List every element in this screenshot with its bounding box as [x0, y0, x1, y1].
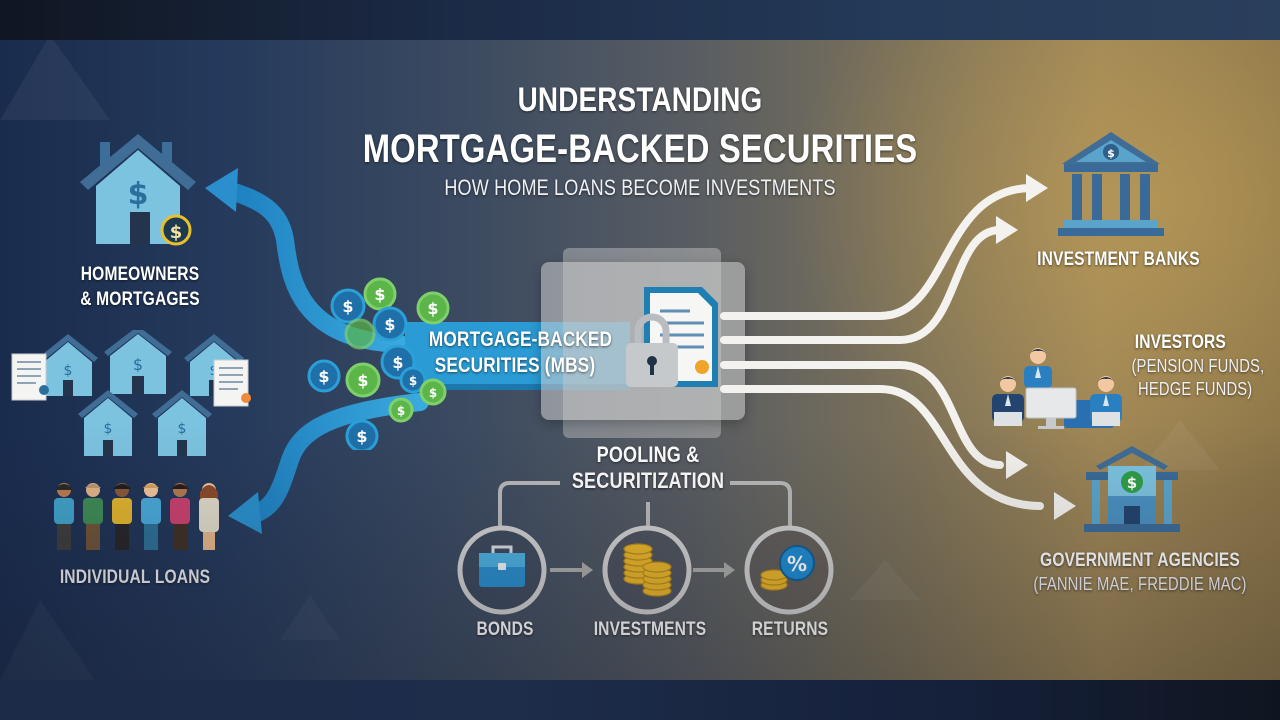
svg-text:$: $ [318, 367, 329, 386]
svg-text:$: $ [392, 353, 403, 372]
government-agencies-label: GOVERNMENT AGENCIES (FANNIE MAE, FREDDIE… [1033, 548, 1246, 596]
investment-bank-icon: $ [1058, 132, 1164, 236]
subtitle: HOW HOME LOANS BECOME INVESTMENTS [444, 175, 836, 200]
svg-text:$: $ [1127, 474, 1137, 492]
background-decor-icon [0, 40, 1220, 680]
pooling-line2: SECURITIZATION [571, 468, 725, 493]
svg-text:$: $ [357, 371, 368, 390]
svg-text:$: $ [133, 355, 143, 374]
svg-text:$: $ [170, 222, 183, 243]
homeowners-line2: & MORTGAGES [80, 289, 200, 310]
investment-banks-label: INVESTMENT BANKS [1037, 249, 1200, 270]
borrowers-people-icon [54, 483, 219, 550]
small-houses-group-icon: $ $ $ $ $ [11, 330, 251, 456]
mbs-label: MORTGAGE-BACKED SECURITIES (MBS) [428, 327, 613, 379]
investors-line3: HEDGE FUNDS) [1138, 379, 1253, 399]
bottom-letterbox-band [0, 680, 1280, 720]
pooling-label: POOLING & SECURITIZATION [570, 442, 726, 494]
investments-circle [602, 525, 692, 615]
title-line-2: MORTGAGE-BACKED SECURITIES [362, 127, 918, 171]
coin-stacks-icon [623, 543, 672, 597]
secured-document-icon [626, 287, 718, 387]
loan-document-icon [11, 353, 49, 401]
svg-text:$: $ [397, 404, 405, 418]
title-line-1: UNDERSTANDING [517, 81, 763, 119]
white-distribution-arrows [498, 174, 1076, 578]
svg-text:$: $ [178, 421, 187, 437]
investors-line1: INVESTORS [1134, 332, 1226, 353]
gov-line2: (FANNIE MAE, FREDDIE MAC) [1033, 574, 1247, 594]
briefcase-icon [479, 545, 525, 587]
svg-text:$: $ [409, 374, 417, 388]
bonds-circle [457, 525, 547, 615]
svg-text:$: $ [384, 315, 395, 334]
svg-text:$: $ [429, 386, 437, 400]
svg-text:$: $ [342, 297, 353, 316]
homeowners-label: HOMEOWNERS & MORTGAGES [62, 262, 218, 312]
svg-text:$: $ [427, 299, 438, 318]
gov-line1: GOVERNMENT AGENCIES [1040, 550, 1240, 571]
svg-text:$: $ [374, 285, 385, 304]
percent-coins-icon: % [760, 545, 815, 591]
svg-text:%: % [787, 552, 807, 576]
svg-text:$: $ [64, 363, 73, 379]
top-letterbox-band [0, 0, 1280, 40]
investors-line2: (PENSION FUNDS, [1131, 356, 1265, 376]
government-agency-icon: $ [1084, 446, 1180, 532]
step-label-bonds: BONDS [476, 619, 534, 640]
infographic-canvas: $ $ $ $ $ $ $ $ $ $ $ $ $ HOMEOWNERS & M… [0, 40, 1280, 680]
mbs-line2: SECURITIES (MBS) [434, 354, 596, 377]
investors-icon [992, 348, 1122, 429]
pooling-line1: POOLING & [596, 442, 700, 467]
svg-text:$: $ [1107, 147, 1115, 160]
individual-loans-label: INDIVIDUAL LOANS [59, 567, 211, 588]
step-label-returns: RETURNS [751, 619, 829, 640]
svg-text:$: $ [356, 427, 367, 446]
svg-text:$: $ [128, 177, 149, 212]
svg-text:$: $ [104, 421, 113, 437]
house-dollar-icon: $ $ [80, 134, 196, 246]
investors-label: INVESTORS (PENSION FUNDS, HEDGE FUNDS) [1120, 330, 1265, 401]
returns-circle: % [744, 525, 834, 615]
mbs-line1: MORTGAGE-BACKED [428, 328, 613, 351]
coin-cluster-icon: $ $ $ $ $ $ $ $ $ $ $ [307, 277, 450, 450]
step-label-investments: INVESTMENTS [593, 619, 707, 640]
homeowners-line1: HOMEOWNERS [80, 264, 200, 285]
